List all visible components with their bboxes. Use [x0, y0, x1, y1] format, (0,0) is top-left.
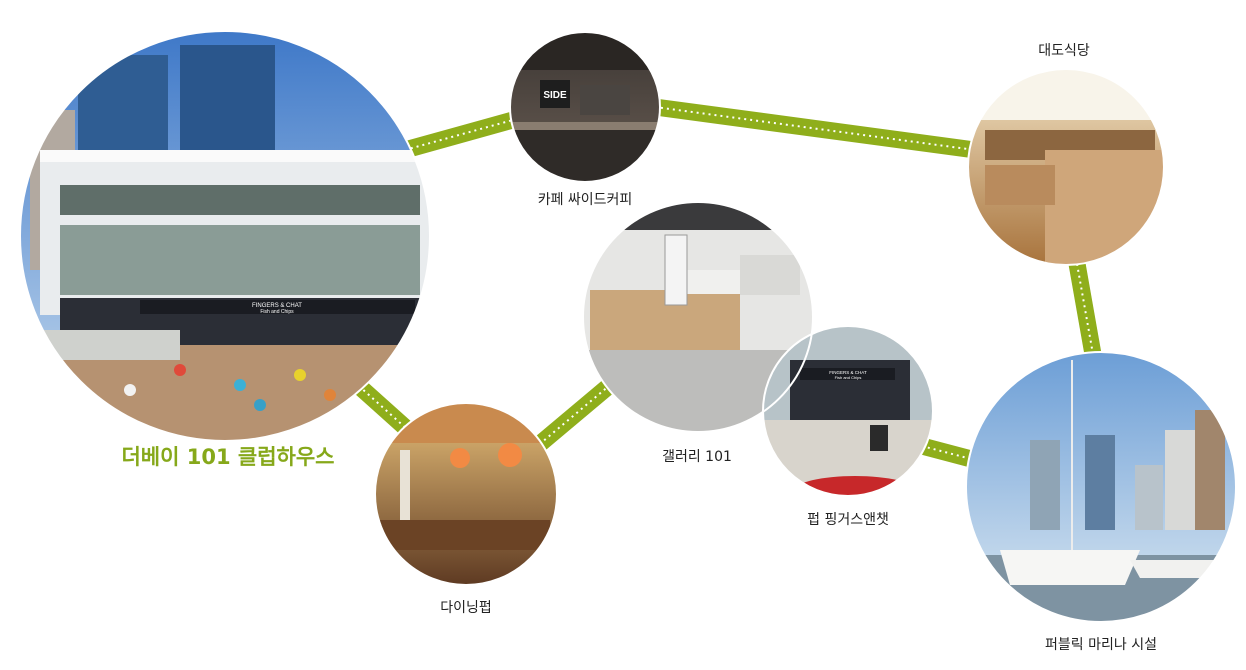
- gallery-label: 갤러리 101: [662, 449, 732, 465]
- marina-label: 퍼블릭 마리나 시설: [1045, 637, 1157, 653]
- daedo-label: 대도식당: [1038, 43, 1090, 59]
- pub-sign-line2: Fish and Chips: [835, 375, 862, 380]
- connector-cafe-daedo: [653, 98, 977, 159]
- clubhouse-label: 더베이 101 클럽하우스: [121, 445, 335, 469]
- clubhouse-sign-line2: Fish and Chips: [260, 309, 294, 315]
- cafe-label: 카페 싸이드커피: [537, 192, 633, 208]
- pub-sign-line1: FINGERS & CHAT: [829, 370, 867, 375]
- dining-label: 다이닝펍: [440, 600, 492, 616]
- connector-dining-gallery: [529, 378, 616, 455]
- connector-clubhouse-cafe: [402, 109, 523, 159]
- cafe-photo: SIDE: [510, 32, 660, 182]
- pub-label: 펍 핑거스앤챗: [807, 512, 889, 528]
- connectors: [344, 98, 1103, 469]
- clubhouse-sign-line1: FINGERS & CHAT: [252, 303, 302, 309]
- daedo-photo: [968, 69, 1164, 265]
- connector-daedo-marina: [1067, 256, 1103, 362]
- cafe-sign: SIDE: [543, 90, 567, 101]
- connector-pub-marina: [919, 437, 978, 469]
